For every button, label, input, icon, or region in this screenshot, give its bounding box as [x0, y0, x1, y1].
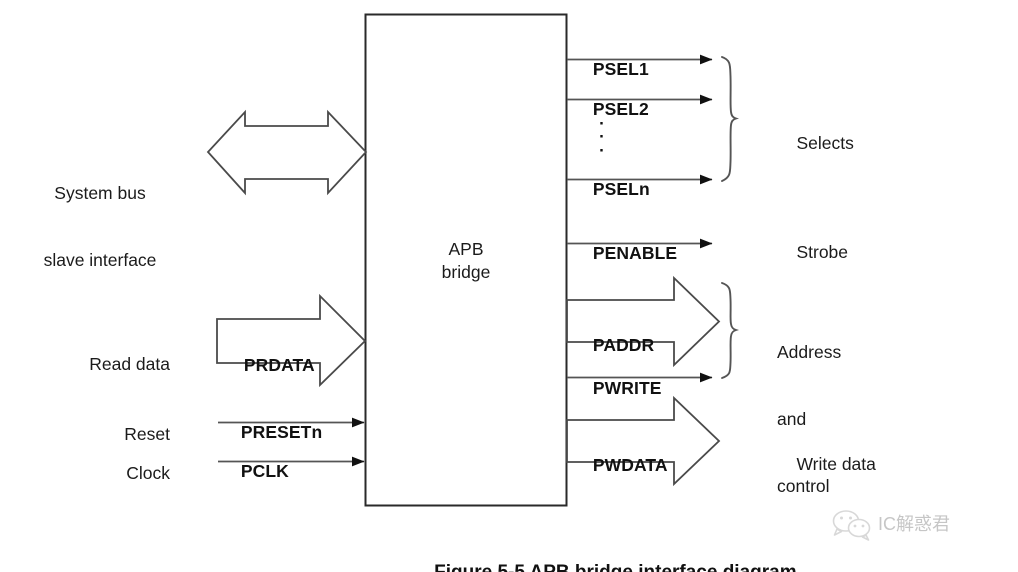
penable-signal-label: PENABLE — [573, 220, 677, 287]
pclk-signal-text: PCLK — [240, 461, 289, 482]
write-data-group-label: Write data — [777, 431, 876, 498]
pwrite-signal-text: PWRITE — [592, 378, 662, 399]
presetn-signal-label: PRESETn — [221, 399, 322, 466]
pwdata-signal-text: PWDATA — [592, 455, 668, 476]
psel-ellipsis: · · · — [585, 114, 619, 160]
system-bus-label-line2: slave interface — [43, 249, 157, 270]
pwrite-signal-label: PWRITE — [573, 355, 662, 422]
write-data-group-label-text: Write data — [796, 454, 876, 475]
ellipsis-dot-1: · — [599, 114, 605, 133]
system-bus-label: System bus slave interface — [10, 137, 190, 316]
figure-caption: Figure 5-5 APB bridge interface diagram — [413, 540, 797, 572]
paddr-hollow-arrow — [566, 275, 721, 368]
psel1-signal-text: PSEL1 — [592, 59, 649, 80]
prdata-hollow-arrow — [216, 293, 367, 388]
presetn-signal-text: PRESETn — [240, 422, 323, 443]
strobe-group-label: Strobe — [777, 219, 848, 286]
pclk-signal-label: PCLK — [221, 438, 289, 505]
selects-brace — [721, 56, 740, 182]
pseln-signal-text: PSELn — [592, 179, 650, 200]
reset-label: Reset — [20, 401, 170, 468]
apb-bridge-label-line2: bridge — [441, 262, 491, 283]
prdata-signal-text: PRDATA — [243, 355, 315, 376]
read-data-label-text: Read data — [89, 354, 170, 375]
watermark: IC解惑君 — [833, 508, 950, 538]
paddr-signal-label: PADDR — [573, 312, 654, 379]
paddr-signal-text: PADDR — [592, 335, 655, 356]
wechat-icon — [832, 510, 871, 541]
prdata-signal-label: PRDATA — [224, 332, 315, 399]
selects-group-label: Selects — [777, 110, 854, 177]
clock-label-text: Clock — [126, 463, 170, 484]
strobe-group-label-text: Strobe — [796, 242, 849, 263]
address-control-group-label: Address and control — [777, 296, 841, 542]
address-control-line1: Address — [777, 341, 842, 362]
address-control-brace — [721, 282, 740, 379]
penable-signal-text: PENABLE — [592, 243, 678, 264]
address-control-line2: and — [777, 408, 807, 429]
selects-group-label-text: Selects — [796, 133, 854, 154]
apb-bridge-box — [364, 13, 568, 507]
ellipsis-dot-3: · — [599, 140, 605, 160]
watermark-text: IC解惑君 — [878, 514, 950, 534]
figure-caption-text: Figure 5-5 APB bridge interface diagram — [434, 562, 797, 572]
system-bus-bidirectional-arrow — [206, 109, 368, 196]
psel1-signal-label: PSEL1 — [573, 36, 649, 103]
system-bus-label-line1: System bus — [54, 182, 146, 203]
ellipsis-dot-2: · — [599, 127, 605, 147]
watermark-icon-spacer — [833, 508, 873, 538]
psel2-signal-label: PSEL2 — [573, 76, 649, 143]
apb-bridge-label: APB bridge — [366, 238, 566, 284]
psel2-signal-text: PSEL2 — [592, 99, 649, 120]
reset-label-text: Reset — [124, 424, 170, 445]
pseln-signal-label: PSELn — [573, 156, 650, 223]
read-data-label: Read data — [20, 331, 170, 398]
address-control-line3: control — [777, 476, 830, 497]
clock-label: Clock — [20, 440, 170, 507]
pwdata-signal-label: PWDATA — [573, 432, 668, 499]
pwdata-hollow-arrow — [566, 395, 721, 487]
apb-bridge-label-line1: APB — [448, 239, 484, 259]
